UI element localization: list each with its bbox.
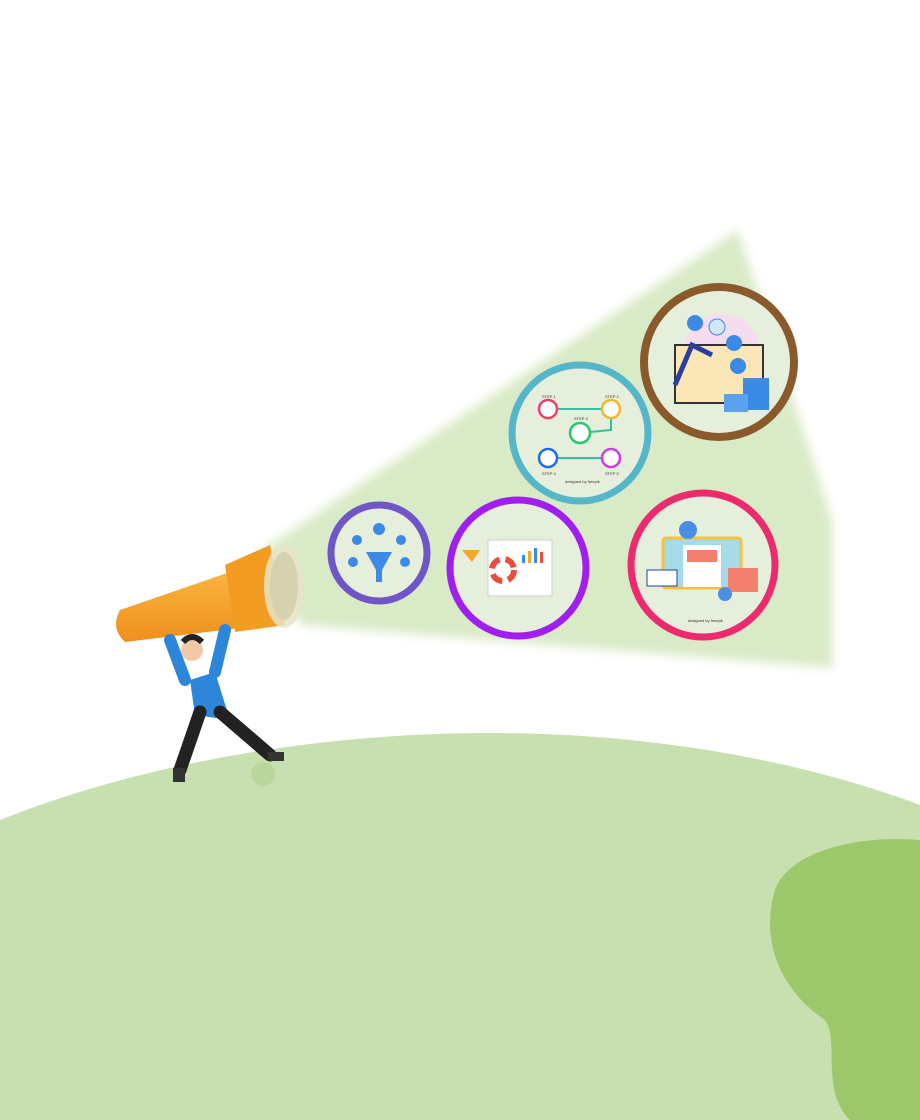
analytics-circle: [640, 283, 798, 441]
hill: [0, 733, 920, 1120]
man-figure: [164, 624, 284, 782]
step-4-label: STEP 4: [542, 471, 556, 476]
telescope: [116, 544, 304, 642]
dashboard-circle: [446, 496, 590, 640]
step-3-label: STEP 3: [574, 416, 588, 421]
dark-blob: [770, 839, 920, 1120]
step-1-label: STEP 1: [542, 394, 556, 399]
web-credit: designed by freepik: [688, 618, 723, 623]
step-5-label: STEP 5: [605, 471, 619, 476]
funnel-circle: [327, 501, 431, 605]
step-2-label: STEP 2: [605, 394, 619, 399]
web-circle: designed by freepik: [627, 489, 779, 641]
steps-credit: designed by freepik: [565, 479, 600, 484]
steps-circle: STEP 1 STEP 2 STEP 3 STEP 4 STEP 5 desig…: [508, 361, 652, 505]
